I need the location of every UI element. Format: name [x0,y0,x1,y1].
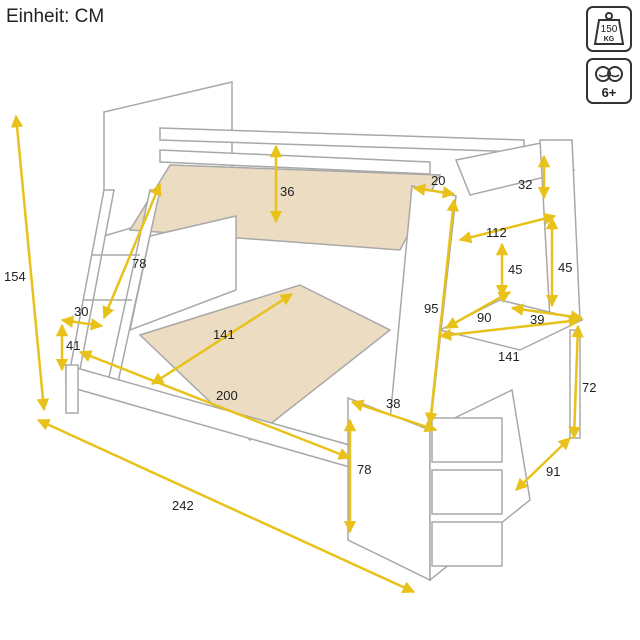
label-cabinet-height: 78 [357,462,371,477]
weight-limit-badge: 150 KG [586,6,632,52]
dim-line-lower-bed-length [78,350,352,460]
drawer [431,417,503,463]
dim-line-ladder-length [102,182,162,320]
dim-line-cabinet-side-height [424,198,460,426]
label-shelf-side-depth: 39 [530,312,544,327]
label-ladder-length: 78 [132,256,146,271]
weight-icon: 150 KG [593,12,625,45]
label-total-height: 154 [4,269,26,284]
dim-line-desk-depth [515,437,571,491]
label-lower-bed-length: 200 [216,388,238,403]
label-cabinet-side-height: 95 [424,301,438,316]
label-cabinet-depth: 38 [386,396,400,411]
dim-line-shelf-top-width [412,183,456,199]
label-shelf-inner-height: 45 [508,262,522,277]
label-desk-length: 141 [498,349,520,364]
shelf-tower-side [539,139,581,321]
label-shelf-width: 112 [486,225,507,240]
weight-unit: KG [604,36,615,43]
label-ladder-step-width: 30 [74,304,88,319]
dim-line-cabinet-depth [350,399,438,433]
dim-line-total-height [10,114,50,412]
dim-line-shelf-width [458,212,557,244]
label-shelf-depth: 90 [477,310,491,325]
label-shelf-top-height: 32 [518,177,532,192]
label-total-length: 242 [172,498,194,513]
dim-line-desk-height [568,324,584,440]
dim-line-desk-length [438,315,582,341]
front-leg [65,364,79,414]
label-desk-height: 72 [582,380,596,395]
dimension-lines [10,114,584,594]
drawer [431,469,503,515]
label-lower-bed-width: 141 [213,327,235,342]
age-badge: 6+ [586,58,632,104]
label-desk-depth: 91 [546,464,560,479]
drawer-cabinet-front [347,396,431,582]
drawer [431,521,503,567]
label-upper-rail-height: 36 [280,184,294,199]
dim-line-ladder-step-width [60,315,104,331]
unit-label: Einheit: CM [6,6,105,27]
label-shelf-top-width: 20 [431,173,445,188]
dimension-labels: 154 242 36 20 32 112 45 45 90 39 78 30 4… [4,173,596,513]
weight-value: 150 [601,24,618,35]
children-icon: 6+ [595,66,623,100]
label-shelf-outer-height: 45 [558,260,572,275]
age-value: 6+ [602,85,617,100]
label-ladder-step-height: 41 [66,338,80,353]
bed-frame [65,81,585,582]
